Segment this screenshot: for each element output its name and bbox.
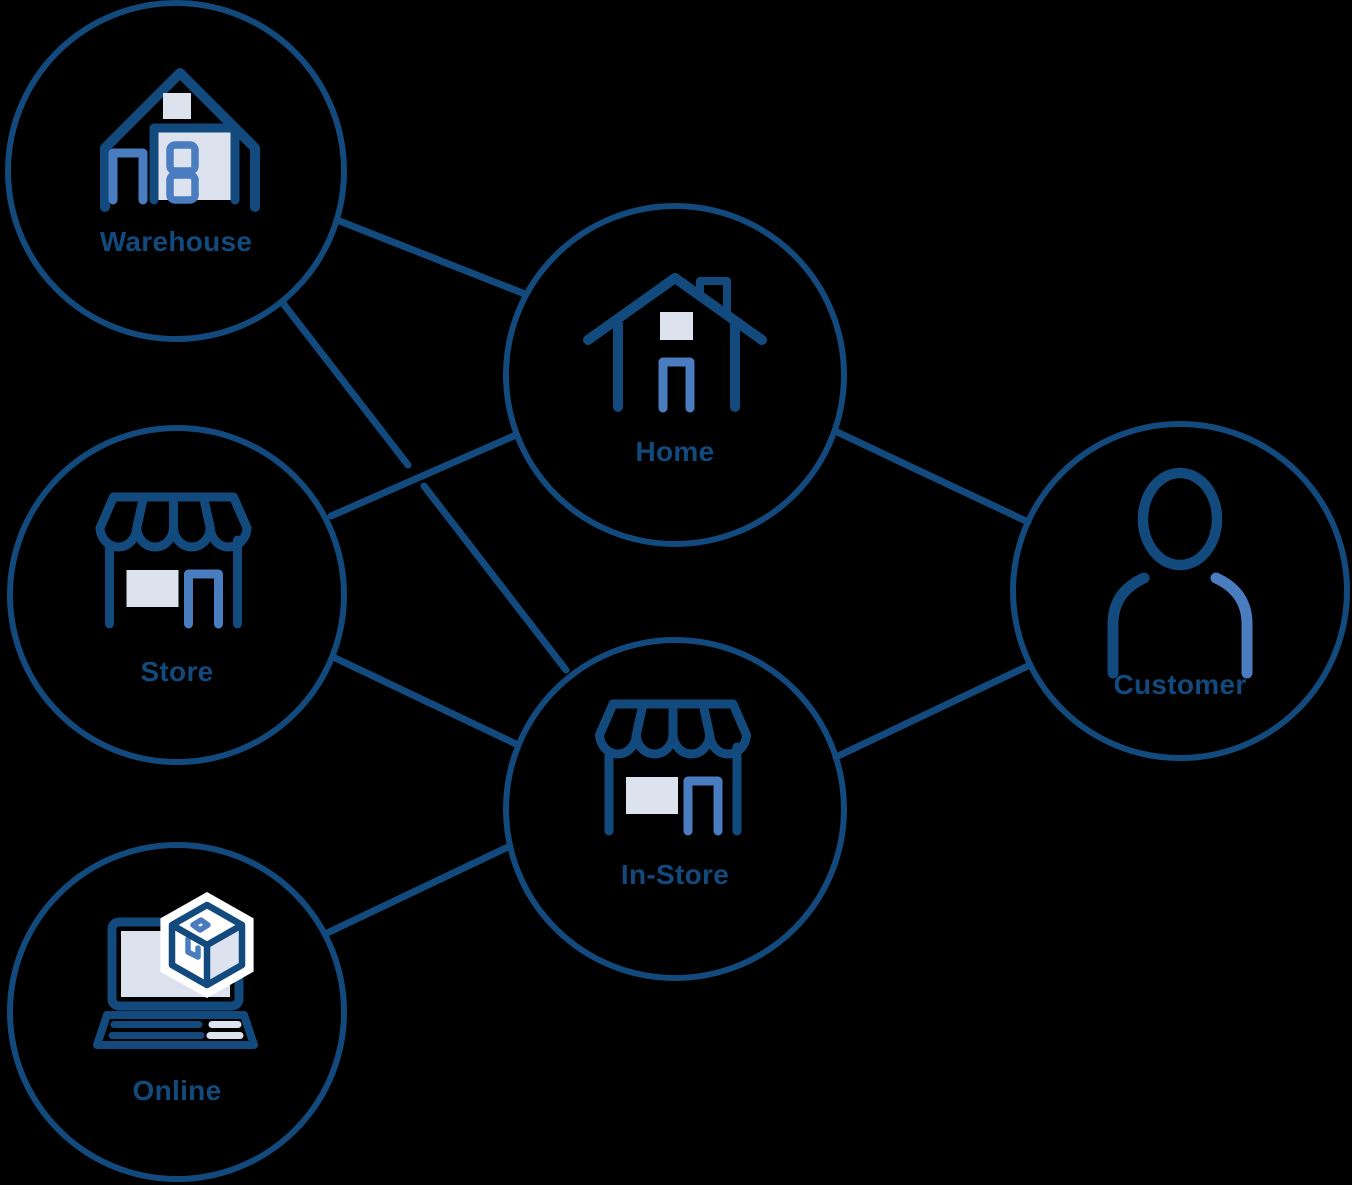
door-panel-window-bottom [166,171,199,204]
node-label-home: Home [636,436,715,467]
edges [278,216,1034,938]
node-label-in-store: In-Store [621,859,729,890]
node-label-store: Store [140,656,213,687]
edge-instore-customer [832,661,1034,761]
edge-warehouse-instore-upper [278,298,412,469]
edge-store-instore [329,653,520,748]
node-online: Online [7,842,347,1182]
node-home: Home [503,203,847,547]
node-store: Store [7,425,347,765]
storefront-icon [600,704,747,831]
node-circle-home [503,203,847,547]
node-label-customer: Customer [1113,669,1246,700]
warehouse-small-door [108,148,148,205]
storefront-icon [100,497,247,624]
person-icon [1107,467,1253,679]
door-panel-window-top [166,141,199,175]
node-circle-in-store [503,637,847,981]
package-label-front [185,936,201,960]
edge-store-home [327,431,520,520]
node-circle-customer [1010,421,1350,761]
package-icon [160,892,254,998]
node-circle-warehouse [5,0,347,342]
laptop-package-icon [93,892,258,1049]
node-label-warehouse: Warehouse [100,226,253,257]
edge-warehouse-instore-lower [420,482,570,674]
node-label-online: Online [133,1075,222,1106]
warehouse-icon [100,68,260,212]
warehouse-vent [163,93,191,119]
node-circle-online [7,842,347,1182]
package-outline [168,901,246,989]
person-head [1137,467,1223,571]
edge-online-instore [321,842,514,938]
edge-home-customer [831,427,1032,526]
node-warehouse: Warehouse [5,0,347,342]
person-shoulder-left [1107,572,1150,679]
person-shoulder-right [1210,572,1253,679]
house-window [660,312,693,340]
package-label-top [190,917,211,933]
warehouse-outline [100,68,260,212]
node-customer: Customer [1010,421,1350,761]
house-door [658,357,695,413]
laptop-keyboard [93,1011,258,1049]
node-circle-store [7,425,347,765]
house-icon [583,273,767,413]
chimney [696,277,731,315]
node-in-store: In-Store [503,637,847,981]
edge-warehouse-home [333,216,529,298]
